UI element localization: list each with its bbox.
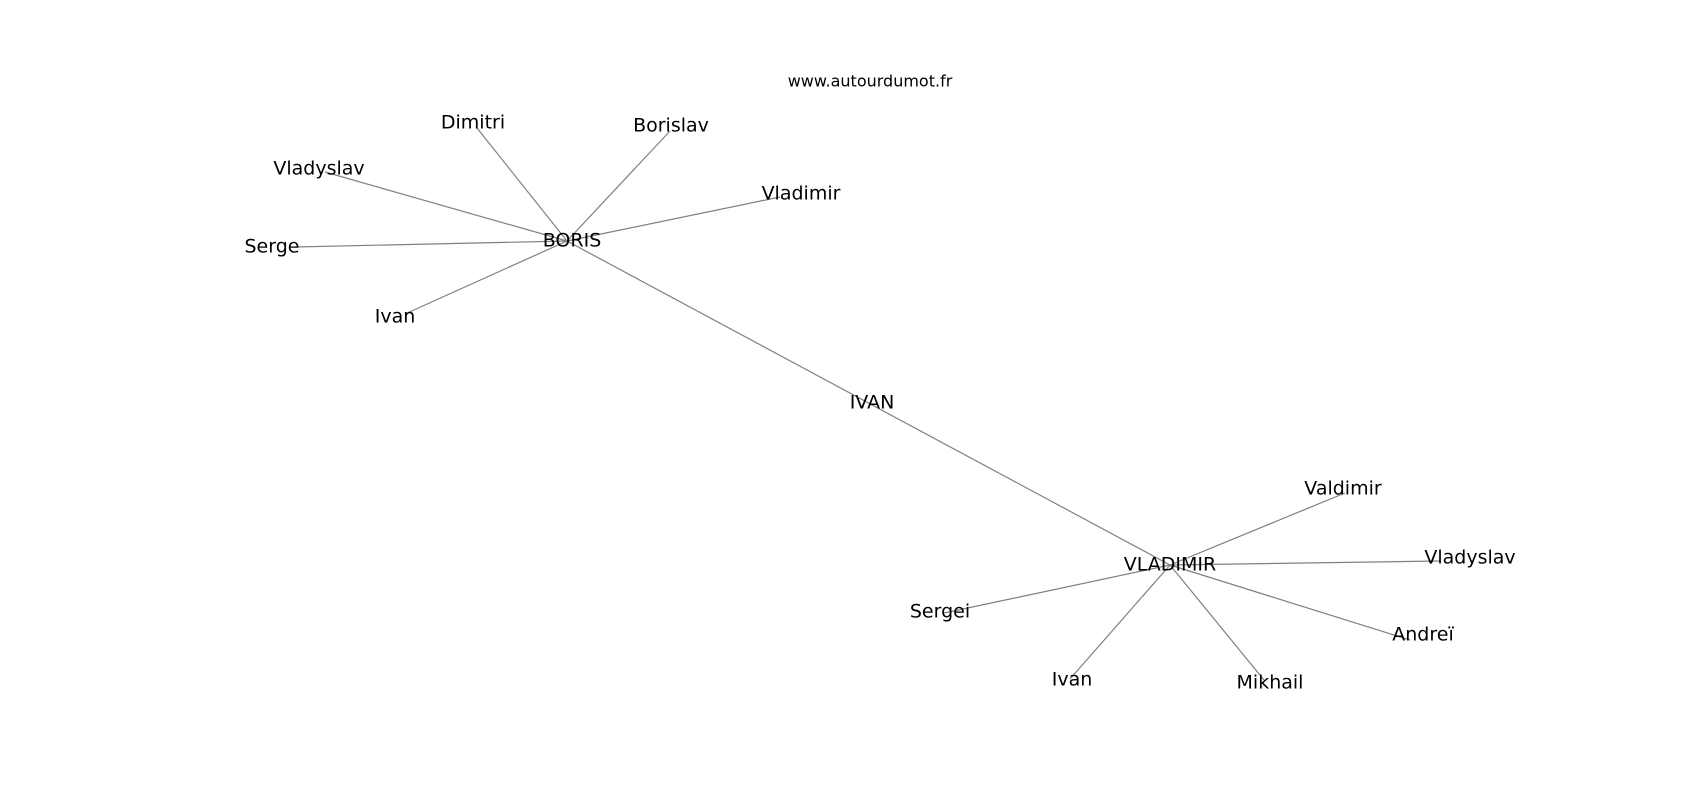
edge-boris-borislav xyxy=(566,130,671,242)
nodes-layer: IVAN BORIS VLADIMIR Dimitri BorislavVladysla… xyxy=(245,112,1516,694)
node-label-borislav: Borislav xyxy=(633,115,709,137)
node-label-valdimir: Valdimir xyxy=(1304,478,1382,500)
edge-vladimir_hub-andrei xyxy=(1169,564,1411,641)
node-label-andrei: Andreï xyxy=(1392,624,1454,646)
node-label-serge: Serge xyxy=(245,236,300,258)
node-label-ivan-leaf-1: Ivan xyxy=(375,306,416,328)
edges-layer xyxy=(294,127,1441,681)
node-label-boris: BORIS xyxy=(543,230,602,252)
node-label-sergei: Sergei xyxy=(910,601,970,623)
edge-vladimir_hub-mikhail xyxy=(1169,564,1265,681)
edge-vladimir_hub-ivan_leaf_2 xyxy=(1069,564,1171,680)
edge-boris-vladyslav_1 xyxy=(324,171,568,242)
node-label-mikhail: Mikhail xyxy=(1237,672,1304,694)
edge-boris-vladimir_hub xyxy=(566,240,1171,566)
edge-vladimir_hub-vladyslav_2 xyxy=(1169,560,1441,566)
node-label-vladyslav-2: Vladyslav xyxy=(1424,547,1515,569)
node-label-vladimir-hub: VLADIMIR xyxy=(1124,554,1216,576)
edge-vladimir_hub-valdimir xyxy=(1169,492,1346,566)
node-label-dimitri: Dimitri xyxy=(441,112,505,134)
edge-boris-ivan_leaf_1 xyxy=(404,240,568,315)
edge-boris-vladimir_leaf xyxy=(566,196,781,242)
node-label-vladyslav-1: Vladyslav xyxy=(273,158,364,180)
edge-vladimir_hub-sergei xyxy=(943,564,1171,614)
source-watermark: www.autourdumot.fr xyxy=(788,72,953,91)
node-label-ivan-leaf-2: Ivan xyxy=(1052,669,1093,691)
edge-boris-dimitri xyxy=(476,127,568,242)
node-label-ivan-center: IVAN xyxy=(850,392,895,414)
edge-boris-serge xyxy=(294,240,568,248)
node-label-vladimir-leaf: Vladimir xyxy=(762,183,841,205)
